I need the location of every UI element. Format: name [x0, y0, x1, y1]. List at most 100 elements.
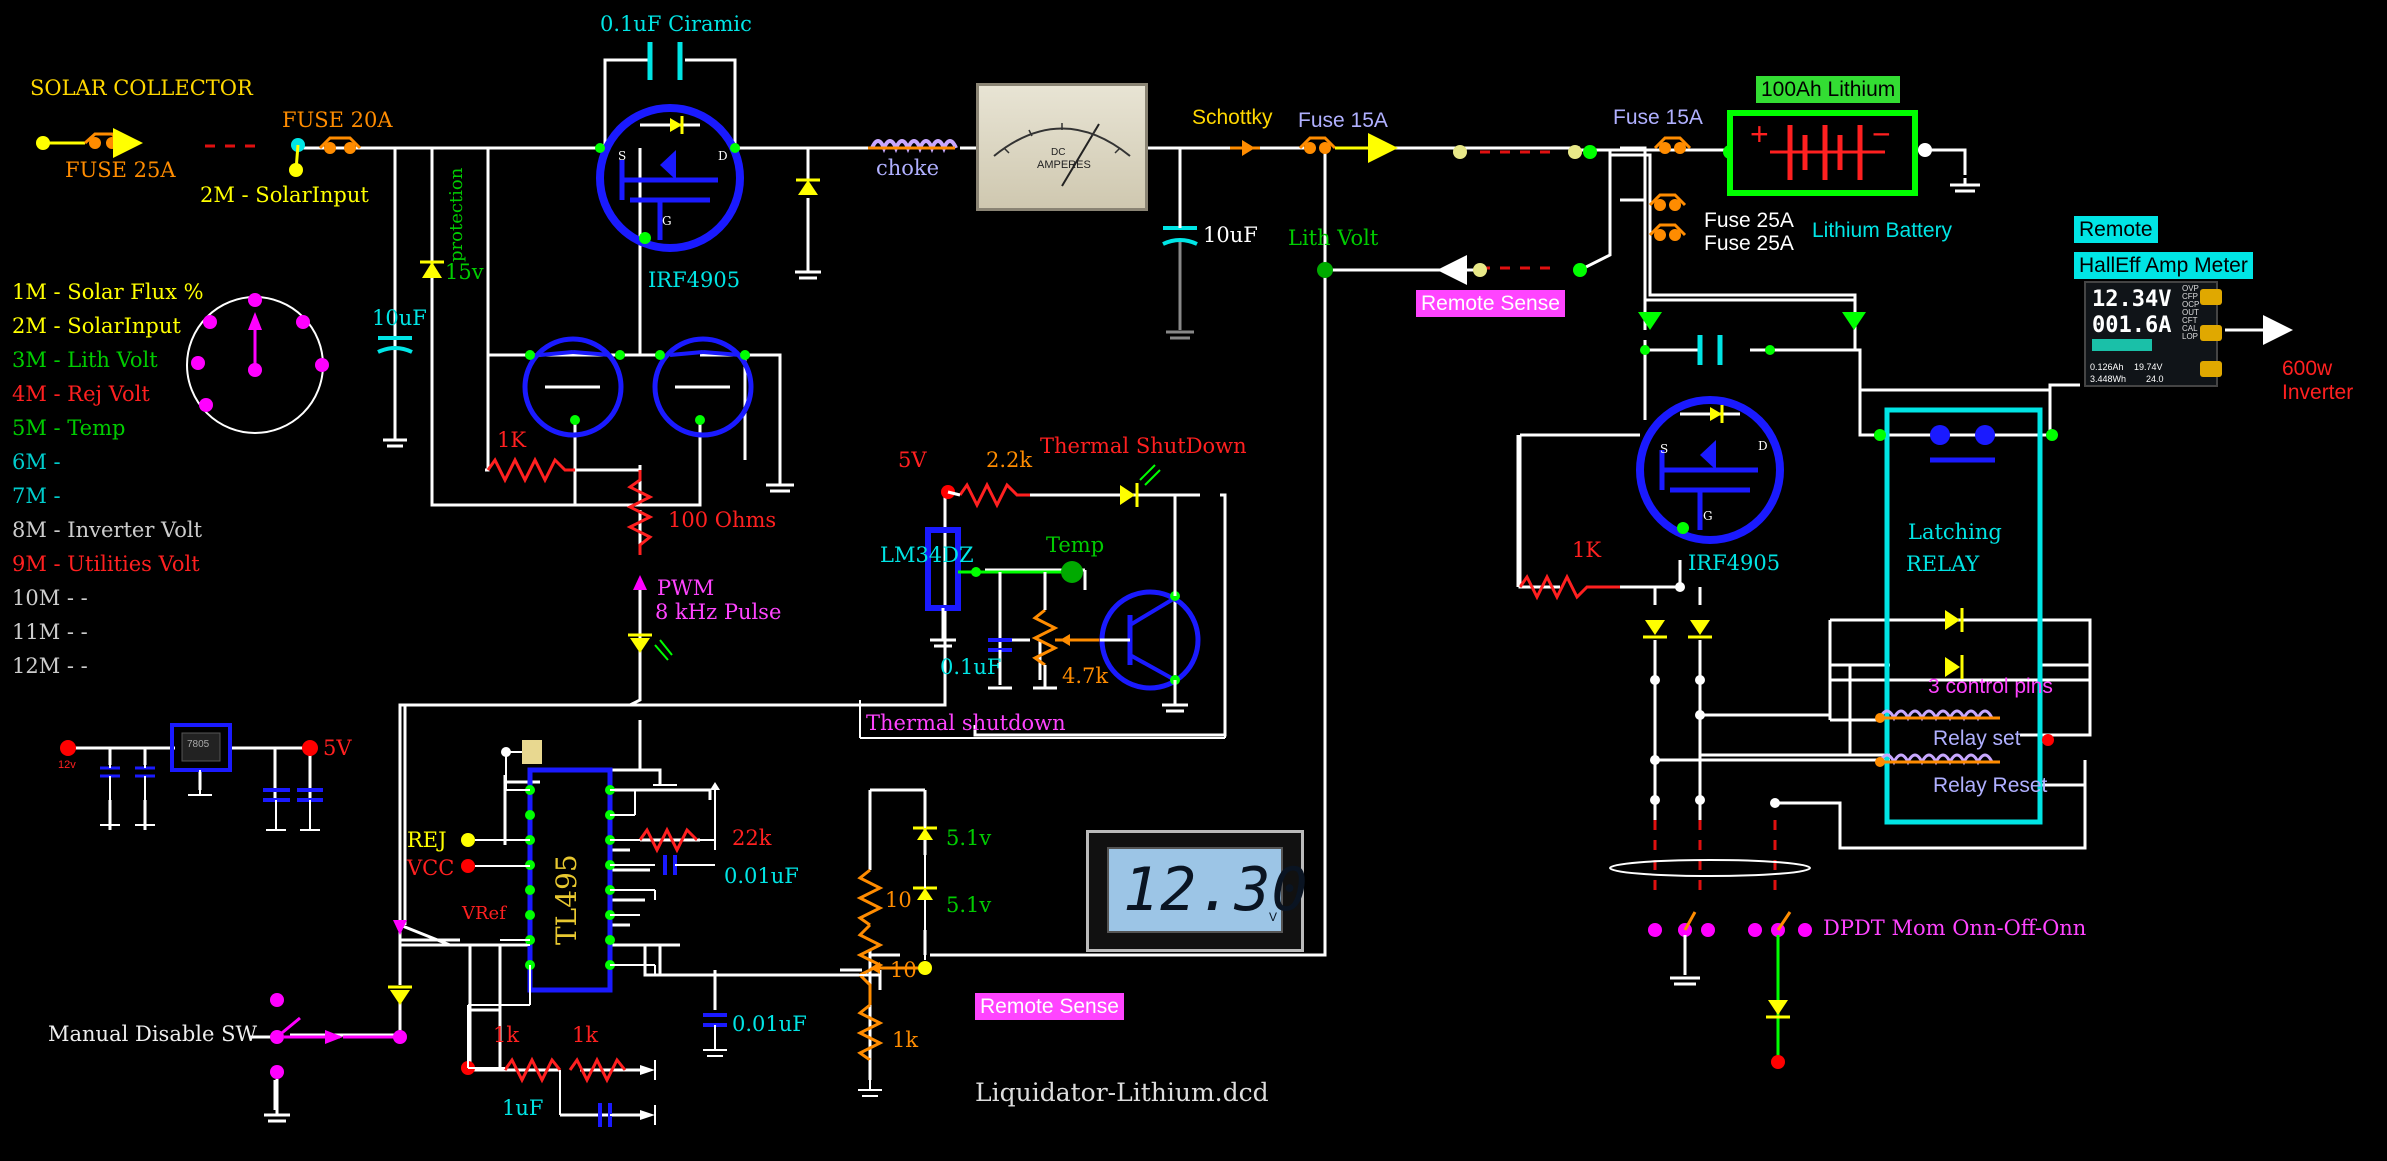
mode-item-4: 4M - Rej Volt	[12, 382, 150, 406]
r1k-b-label: 1k	[572, 1023, 599, 1047]
hall-meter-display: 12.34V 001.6A 0.126Ah 19.74V 3.448Wh 24.…	[2084, 281, 2218, 387]
mode-item-2: 2M - SolarInput	[12, 314, 181, 338]
inductor-icon	[806, 139, 958, 175]
flag-lop: LOP	[2182, 332, 2199, 341]
regulator-section	[60, 723, 323, 831]
hall-ok-button[interactable]	[2200, 325, 2222, 341]
fuse15a-label: Fuse 15A	[1298, 109, 1388, 132]
junctions-right	[1650, 582, 1780, 808]
mosfet-g-right: G	[1703, 509, 1713, 523]
reg-label: 7805	[187, 739, 210, 750]
mosfet-icon	[1516, 312, 1866, 587]
remote-sense-bottom-tag: Remote Sense	[975, 993, 1124, 1021]
lcd-unit: V	[1269, 910, 1278, 924]
mosfet-d-left: D	[718, 149, 728, 163]
svg-text:−: −	[1872, 116, 1891, 152]
lm34-label: LM34DZ	[880, 543, 974, 567]
transistor-icon	[652, 336, 794, 493]
vcc-label: VCC	[407, 856, 455, 880]
resistor-icon	[856, 608, 1059, 1062]
fuse25b-label: Fuse 25A	[1704, 209, 1794, 232]
r22k-thermal-label: 2.2k	[986, 448, 1033, 472]
wires	[65, 58, 2293, 1117]
cap01-thermal-label: 0.1uF	[940, 655, 1002, 679]
meter-amperes: AMPERES	[1037, 159, 1091, 171]
hall-up-button[interactable]	[2200, 289, 2222, 305]
irf-left-label: IRF4905	[648, 268, 741, 292]
led-icon	[1643, 608, 1964, 679]
r47k-label: 4.7k	[1062, 664, 1109, 688]
mosfet-s-right: S	[1660, 442, 1669, 456]
mode-selector[interactable]	[186, 293, 329, 434]
hall-small-c: 3.448Wh	[2090, 374, 2127, 384]
tl495-label: TL495	[550, 854, 583, 945]
rej-label: REJ	[407, 828, 447, 852]
flag-cft: CFT	[2182, 316, 2198, 325]
irf-right-label: IRF4905	[1688, 551, 1781, 575]
c1uf-label: 1uF	[502, 1096, 544, 1120]
pot10a-label: 10	[885, 888, 912, 912]
relay-box	[1874, 407, 2058, 825]
hall-small-b: 19.74V	[2134, 362, 2163, 372]
r1k-a-label: 1k	[493, 1023, 520, 1047]
resistor-icon	[486, 456, 1620, 1084]
solar-collector-label: SOLAR COLLECTOR	[30, 76, 253, 100]
capacitor-icon	[655, 974, 870, 1057]
z51a-label: 5.1v	[946, 826, 992, 850]
v5-reg-label: 5V	[323, 736, 352, 760]
vref-label: VRef	[462, 903, 506, 924]
v5-thermal-label: 5V	[898, 448, 927, 472]
switch-icon[interactable]	[1609, 859, 1812, 1069]
fuse25-label: FUSE 25A	[65, 158, 176, 182]
hall-flags: OVP CFP OCP OUT CFT CAL LOP	[2182, 285, 2216, 341]
mosfet-s-left: S	[618, 149, 627, 163]
fuse25c-label: Fuse 25A	[1704, 232, 1794, 255]
fuse-icon	[318, 136, 362, 150]
choke-label: choke	[876, 156, 940, 180]
mode-item-1: 1M - Solar Flux %	[12, 280, 204, 304]
mode-item-11: 11M - -	[12, 620, 88, 644]
c001a-label: 0.01uF	[724, 864, 799, 888]
cap-top-label: 0.1uF Ciramic	[600, 12, 752, 36]
zener-icon	[858, 790, 937, 1097]
schottky-label: Schottky	[1192, 106, 1273, 129]
hall-bar	[2092, 339, 2152, 351]
hall-amps: 001.6A	[2092, 313, 2172, 338]
remote-sense-top-tag: Remote Sense	[1416, 290, 1565, 318]
switch-icon[interactable]	[264, 920, 412, 1123]
fuse-icon	[1230, 133, 1398, 163]
relay-reset-label: Relay Reset	[1933, 774, 2048, 797]
v12-label: 12v	[58, 759, 76, 771]
mode-item-9: 9M - Utilities Volt	[12, 552, 200, 576]
zener-icon	[795, 178, 821, 280]
solar-input-label: 2M - SolarInput	[200, 183, 369, 207]
halleff-tag: HallEff Amp Meter	[2074, 252, 2253, 280]
temp-label: Temp	[1046, 533, 1105, 557]
lcd-value: 12.30	[1123, 855, 1309, 925]
dashed-links	[205, 144, 1777, 900]
manual-disable-label: Manual Disable SW	[48, 1022, 258, 1046]
pwm-label: PWM	[657, 576, 715, 600]
hall-small-d: 24.0	[2146, 374, 2164, 384]
led-icon	[628, 575, 673, 661]
protection-label: protection	[446, 167, 467, 262]
mode-item-3: 3M - Lith Volt	[12, 348, 158, 372]
capacitor-icon	[461, 965, 656, 1127]
fuse-icon	[1317, 136, 1737, 285]
pulse-label: 8 kHz Pulse	[655, 600, 782, 624]
z51b-label: 5.1v	[946, 893, 992, 917]
hall-volts: 12.34V	[2092, 287, 2172, 312]
flag-cal: CAL	[2182, 324, 2198, 333]
digital-voltmeter: 12.30 V	[1086, 830, 1308, 952]
mosfet-icon	[595, 104, 744, 252]
r22k-label: 22k	[732, 826, 772, 850]
pot10b-label: 10	[890, 958, 917, 982]
hall-down-button[interactable]	[2200, 361, 2222, 377]
inverter-w-label: 600w	[2282, 357, 2333, 380]
hall-small-a: 0.126Ah	[2090, 362, 2124, 372]
thermal-shutdown2-label: Thermal shutdown	[866, 711, 1066, 735]
potentiometer-icon	[840, 638, 1030, 1005]
solar-input-group	[36, 128, 362, 177]
r1k-right-label: 1K	[1572, 538, 1602, 562]
